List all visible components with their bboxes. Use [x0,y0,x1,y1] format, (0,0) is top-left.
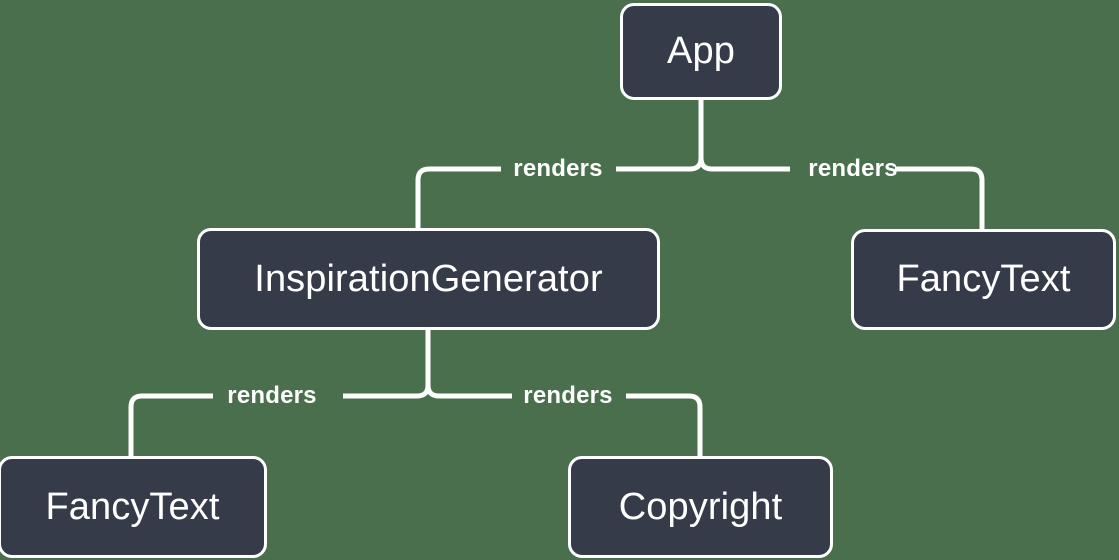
node-fancytext-bottom-label: FancyText [45,485,220,528]
node-app-label: App [667,30,735,72]
edge-app-to-fancytext-right [895,166,985,229]
node-copyright-label: Copyright [618,485,783,528]
edge-label-inspirationgenerator-to-copyright: renders [523,382,613,409]
node-app[interactable]: App [620,3,782,100]
node-inspirationgenerator[interactable]: InspirationGenerator [197,228,660,330]
edge-app-to-inspirationgenerator [415,166,501,228]
edge-label-app-to-fancytext-right: renders [808,155,898,182]
edge-label-inspirationgenerator-to-fancytext-bottom: renders [227,382,317,409]
node-fancytext-bottom[interactable]: FancyText [0,456,267,558]
edge-inspirationgenerator-split-left [343,384,431,399]
edge-label-app-to-inspirationgenerator: renders [513,155,603,182]
node-inspirationgenerator-label: InspirationGenerator [254,257,603,300]
edge-app-split-left [616,157,704,172]
edge-inspirationgenerator-to-copyright [626,393,703,456]
node-copyright[interactable]: Copyright [568,456,833,558]
edge-inspirationgenerator-split-right [425,384,512,399]
node-fancytext-right-label: FancyText [896,258,1071,300]
edge-app-split-right [698,157,790,172]
node-fancytext-right[interactable]: FancyText [851,229,1116,330]
edge-inspirationgenerator-to-fancytext-bottom [128,393,213,456]
